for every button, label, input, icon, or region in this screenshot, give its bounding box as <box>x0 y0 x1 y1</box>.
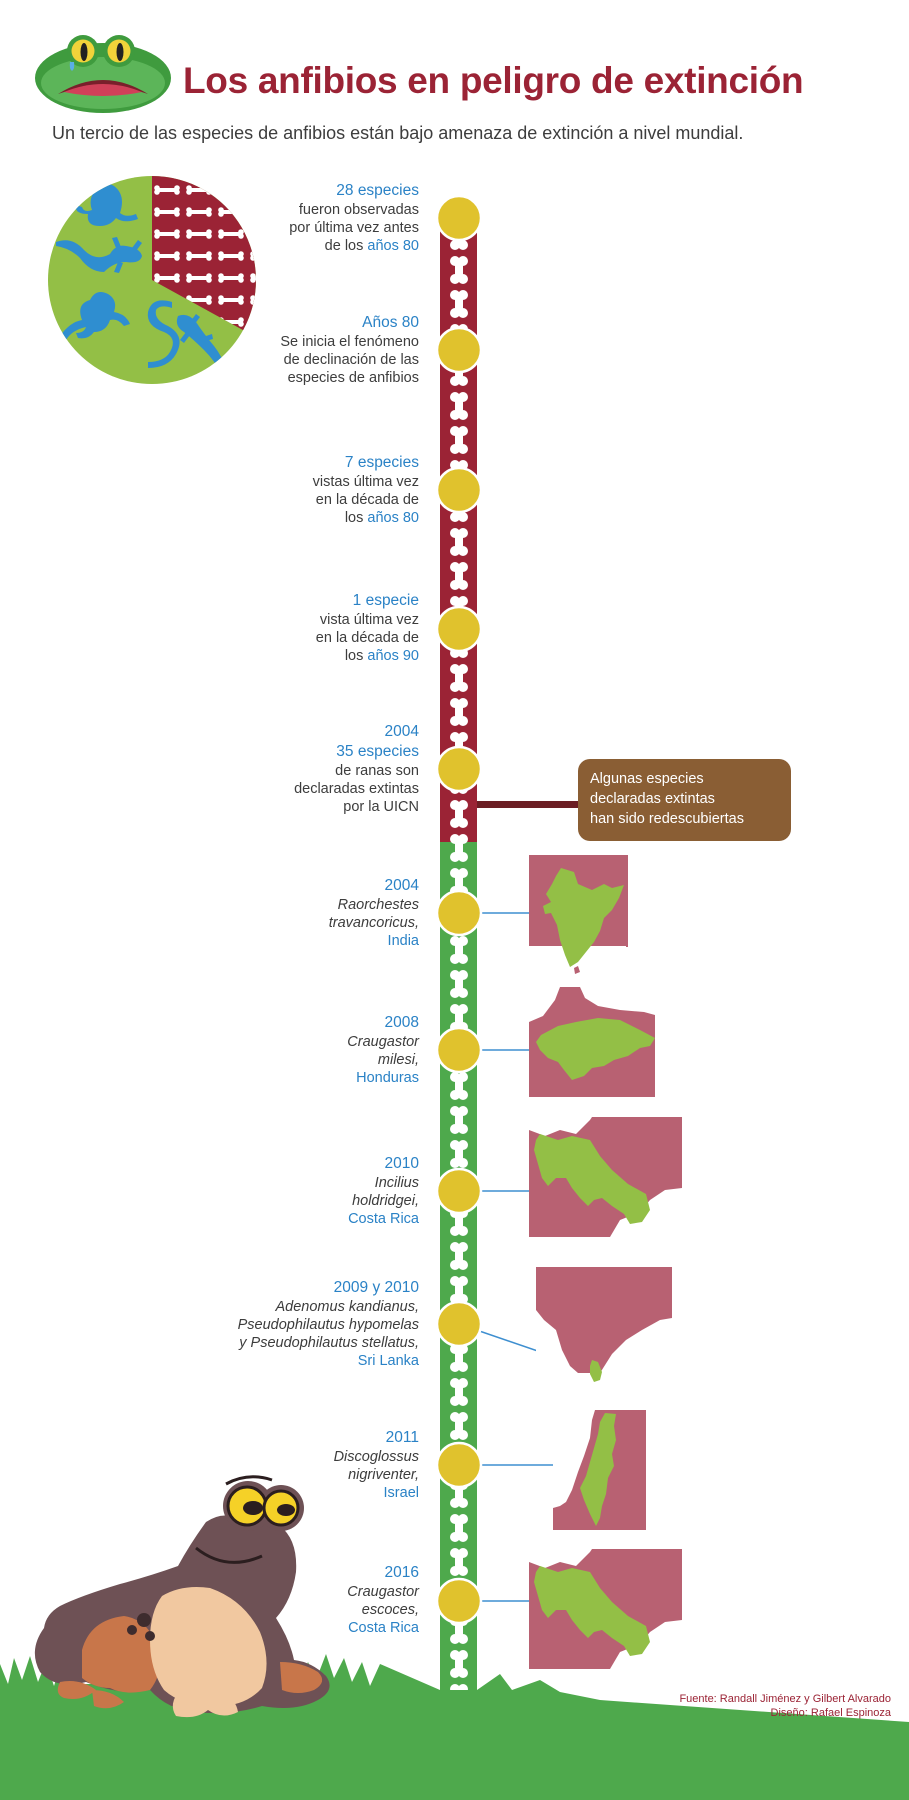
species-name: nigriventer, <box>348 1467 419 1483</box>
event-line: vista última vez <box>319 612 419 628</box>
event-heading: 7 especies <box>344 454 419 471</box>
sri-lanka-map <box>536 1267 672 1382</box>
event-year: 2016 <box>384 1564 419 1581</box>
extinct-markers <box>435 194 483 793</box>
frog-face-icon <box>35 35 171 113</box>
costa-rica-map-2 <box>529 1549 682 1669</box>
species-name: Pseudophilautus hypomelas <box>237 1317 419 1333</box>
honduras-map <box>529 987 655 1097</box>
timeline-event-extinct: 2004 35 especies de ranas son declaradas… <box>294 722 419 816</box>
timeline-marker <box>435 326 483 374</box>
timeline-marker <box>435 194 483 242</box>
timeline-event-rediscovered: 2010 Incilius holdridgei, Costa Rica <box>348 1154 419 1228</box>
timeline-event-extinct: Años 80 Se inicia el fenómeno de declina… <box>280 313 419 387</box>
israel-map <box>553 1410 646 1530</box>
species-name: Craugastor <box>347 1584 419 1600</box>
timeline-marker <box>435 1441 483 1489</box>
page-title: Los anfibios en peligro de extinción <box>183 60 804 101</box>
timeline-event-rediscovered: 2016 Craugastor escoces, Costa Rica <box>347 1563 419 1637</box>
species-name: holdridgei, <box>352 1193 419 1209</box>
event-line: vistas última vez <box>312 474 419 490</box>
costa-rica-map-1 <box>529 1117 682 1237</box>
species-name: Incilius <box>374 1175 419 1191</box>
event-country: Costa Rica <box>348 1620 419 1636</box>
page-subtitle: Un tercio de las especies de anfibios es… <box>52 123 744 143</box>
callout-line: Algunas especies <box>590 771 704 787</box>
timeline-marker <box>435 745 483 793</box>
event-country: Israel <box>383 1485 419 1501</box>
timeline-marker <box>435 889 483 937</box>
event-line: los <box>344 648 368 664</box>
species-name: Raorchestes <box>337 897 419 913</box>
event-line: de declinación de las <box>283 352 419 368</box>
timeline-event-rediscovered: 2004 Raorchestes travancoricus, India <box>329 876 419 950</box>
toad-illustration <box>34 1475 330 1718</box>
event-heading: 28 especies <box>336 182 419 199</box>
timeline-event-rediscovered: 2009 y 2010 Adenomus kandianus, Pseudoph… <box>238 1278 419 1370</box>
timeline-marker <box>435 466 483 514</box>
event-decade: años 80 <box>367 510 419 526</box>
timeline-event-rediscovered: 2011 Discoglossus nigriventer, Israel <box>334 1428 419 1502</box>
event-line: especies de anfibios <box>287 370 419 386</box>
event-year: 2011 <box>385 1429 419 1446</box>
event-line: de ranas son <box>335 763 419 779</box>
species-name: Craugastor <box>347 1034 419 1050</box>
timeline-marker <box>435 1300 483 1348</box>
event-line: de los <box>324 238 368 254</box>
event-year: 2004 <box>384 877 419 894</box>
species-name: Adenomus kandianus, <box>275 1299 420 1315</box>
event-country: Honduras <box>356 1070 419 1086</box>
event-line: declaradas extintas <box>294 781 419 797</box>
event-decade: años 90 <box>367 648 419 664</box>
event-line: Se inicia el fenómeno <box>280 334 419 350</box>
species-name: escoces, <box>361 1602 419 1618</box>
callout-connector <box>477 801 581 808</box>
event-decade: años 80 <box>367 238 419 254</box>
event-heading: Años 80 <box>362 314 419 331</box>
species-name: milesi, <box>377 1052 419 1068</box>
source-credit: Fuente: Randall Jiménez y Gilbert Alvara… <box>679 1692 891 1720</box>
timeline-event-rediscovered: 2008 Craugastor milesi, Honduras <box>347 1013 419 1087</box>
event-heading: 2004 <box>384 723 419 740</box>
event-line: en la década de <box>315 492 419 508</box>
event-line: en la década de <box>315 630 419 646</box>
event-country: Costa Rica <box>348 1211 419 1227</box>
timeline-event-extinct: 7 especies vistas última vez en la décad… <box>313 453 419 527</box>
event-line: fueron observadas <box>298 202 419 218</box>
india-map <box>529 855 628 985</box>
rediscovered-callout: Algunas especies declaradas extintas han… <box>578 759 791 841</box>
timeline-event-extinct: 28 especies fueron observadas por última… <box>289 181 419 255</box>
callout-line: han sido redescubiertas <box>590 811 744 827</box>
event-heading: 35 especies <box>336 743 419 760</box>
credit-source: Fuente: Randall Jiménez y Gilbert Alvara… <box>679 1693 891 1705</box>
event-line: por última vez antes <box>289 220 419 236</box>
timeline-marker <box>435 1577 483 1625</box>
rediscovered-markers <box>435 889 483 1625</box>
timeline-marker <box>435 1167 483 1215</box>
event-year: 2010 <box>384 1155 419 1172</box>
event-year: 2008 <box>384 1014 419 1031</box>
amphibian-silhouettes <box>56 182 228 374</box>
species-name: Discoglossus <box>333 1449 419 1465</box>
timeline-marker <box>435 605 483 653</box>
timeline-marker <box>435 1026 483 1074</box>
credit-design: Diseño: Rafael Espinoza <box>770 1707 891 1719</box>
event-line: por la UICN <box>343 799 419 815</box>
extinction-pie-chart <box>48 176 256 384</box>
event-country: Sri Lanka <box>357 1353 419 1369</box>
event-country: India <box>387 933 419 949</box>
species-name: y Pseudophilautus stellatus, <box>239 1335 419 1351</box>
event-line: los <box>344 510 368 526</box>
timeline-event-extinct: 1 especie vista última vez en la década … <box>316 591 419 665</box>
callout-line: declaradas extintas <box>590 791 715 807</box>
event-heading: 1 especie <box>352 592 419 609</box>
event-year: 2009 y 2010 <box>333 1279 419 1296</box>
species-name: travancoricus, <box>328 915 419 931</box>
